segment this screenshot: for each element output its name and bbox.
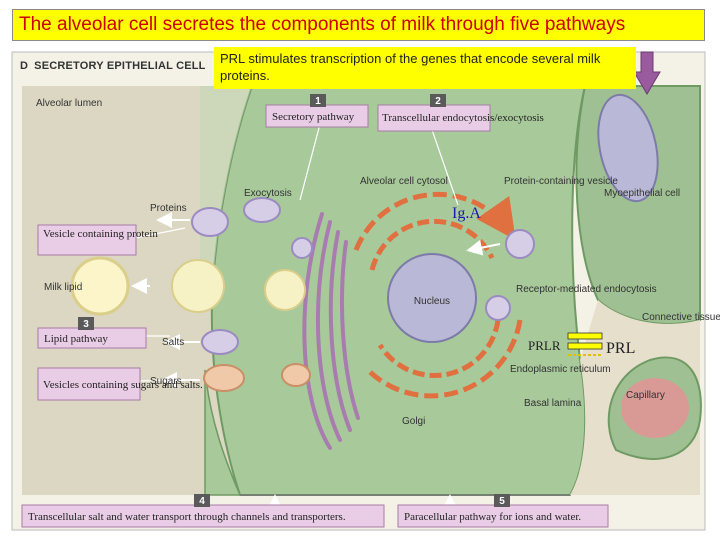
prl-note-box: PRL stimulates transcription of the gene…	[214, 47, 636, 89]
badge-5-text: 5	[499, 496, 505, 507]
prlr-receptor-icon	[567, 332, 603, 356]
er-arc-outer-bottom	[368, 319, 523, 399]
er-arc-outer-top	[353, 191, 516, 251]
callout-lipid-pathway-text: Lipid pathway	[44, 333, 108, 345]
callout-transcellular-salt-text: Transcellular salt and water transport t…	[28, 511, 346, 523]
neighbor-cell-top	[200, 86, 252, 300]
capillary-lumen	[621, 378, 689, 438]
badge-1-text: 1	[315, 96, 321, 107]
label-proteins: Proteins	[150, 203, 187, 214]
golgi-apparatus	[302, 212, 360, 450]
panel-letter: D	[20, 60, 29, 72]
callout-transcellular-endo: Transcellular endocytosis/exocytosis	[377, 104, 544, 132]
overlay-iga: Ig.A	[452, 205, 481, 222]
label-capillary: Capillary	[626, 390, 665, 401]
callout-vesicles-sugars-text: Vesicles containing sugars and salts.	[43, 379, 203, 391]
er-arc-bottom	[377, 319, 501, 379]
badge-2-text: 2	[435, 96, 441, 107]
callout-vesicle-protein-text: Vesicle containing protein	[43, 228, 158, 240]
label-exocytosis: Exocytosis	[244, 188, 292, 199]
label-er: Endoplasmic reticulum	[510, 364, 611, 375]
label-alveolar-cytosol: Alveolar cell cytosol	[360, 176, 448, 187]
lipid-droplets	[70, 256, 306, 316]
badge-5: 5	[494, 494, 510, 507]
label-nucleus: Nucleus	[414, 296, 450, 307]
protein-vesicles	[191, 197, 535, 321]
nucleus	[387, 253, 477, 343]
badge-3: 3	[78, 317, 94, 330]
overlay-prlr: PRLR	[528, 338, 561, 353]
sugar-salt-vesicles	[201, 329, 311, 392]
slide-title: The alveolar cell secretes the component…	[12, 9, 705, 41]
er-arc-top	[369, 218, 495, 271]
label-golgi: Golgi	[402, 416, 425, 427]
callout-paracellular-text: Paracellular pathway for ions and water.	[404, 511, 581, 523]
label-myoepithelial: Myoepithelial cell	[604, 188, 680, 199]
label-receptor-endocytosis: Receptor-mediated endocytosis	[516, 284, 657, 295]
callout-vesicle-protein: Vesicle containing protein	[37, 224, 158, 256]
callout-lipid-pathway: Lipid pathway	[37, 327, 147, 349]
panel-title: SECRETORY EPITHELIAL CELL	[34, 60, 206, 72]
callout-secretory-pathway-text: Secretory pathway	[272, 111, 355, 123]
badge-1: 1	[310, 94, 326, 107]
myoepithelial-nucleus	[597, 93, 659, 203]
badge-4-text: 4	[199, 496, 205, 507]
label-protein-vesicle: Protein-containing vesicle	[504, 176, 618, 187]
down-arrow-icon	[633, 51, 661, 95]
label-connective-tissue: Connective tissue	[642, 312, 720, 323]
callout-transcellular-endo-text: Transcellular endocytosis/exocytosis	[382, 112, 544, 124]
label-milk-lipid: Milk lipid	[44, 282, 82, 293]
overlay-prl: PRL	[606, 340, 635, 357]
badge-3-text: 3	[83, 319, 89, 330]
callout-transcellular-salt: Transcellular salt and water transport t…	[21, 504, 385, 528]
label-salts: Salts	[162, 337, 184, 348]
badge-2: 2	[430, 94, 446, 107]
callout-vesicles-sugars: Vesicles containing sugars and salts.	[37, 367, 203, 401]
figure-panel-header: D SECRETORY EPITHELIAL CELL	[20, 60, 206, 72]
callout-paracellular: Paracellular pathway for ions and water.	[397, 504, 609, 528]
label-alveolar-lumen: Alveolar lumen	[36, 98, 102, 109]
neighbor-cell-bottom	[204, 369, 242, 496]
callout-secretory-pathway: Secretory pathway	[265, 104, 369, 128]
badge-4: 4	[194, 494, 210, 507]
label-sugars: Sugars	[150, 376, 182, 387]
label-basal-lamina: Basal lamina	[524, 398, 582, 409]
